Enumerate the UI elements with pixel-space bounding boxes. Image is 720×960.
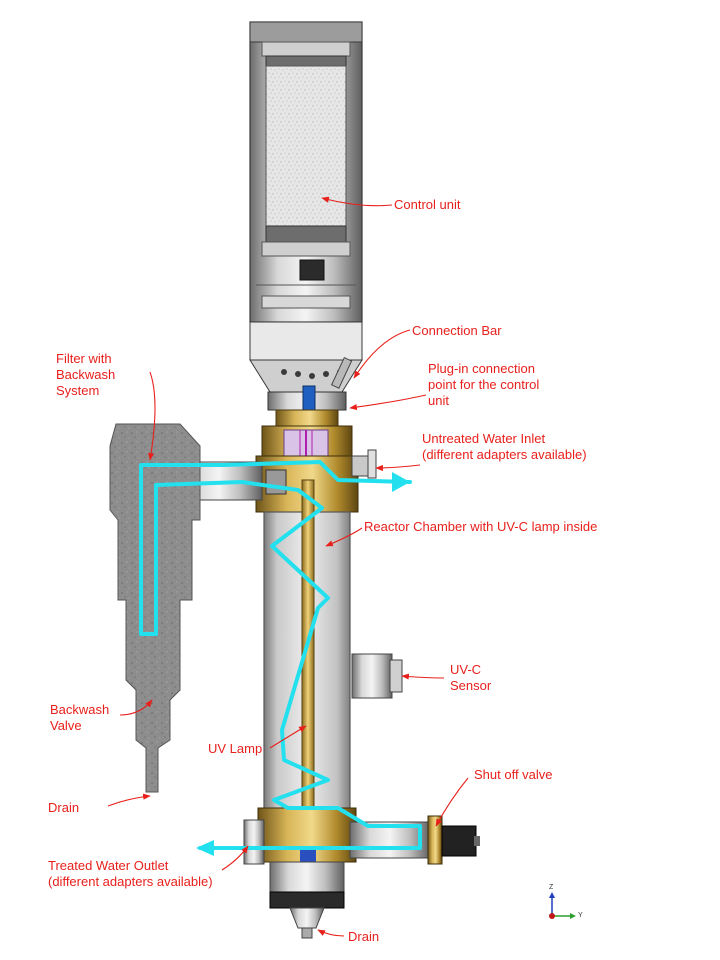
label-backwash-line2: Valve: [50, 718, 82, 733]
plug-in-connector: [267, 385, 347, 427]
label-connection-bar: Connection Bar: [412, 323, 502, 338]
axis-z-label: Z: [549, 884, 554, 891]
axis-triad: [549, 892, 576, 919]
label-shut-off-valve: Shut off valve: [474, 767, 553, 782]
label-sensor-line1: UV-C: [450, 662, 482, 677]
label-drain-bottom: Drain: [348, 929, 380, 944]
upper-brass-head: [175, 425, 377, 513]
water-flow-path: [139, 460, 422, 856]
label-plug-in-line3: unit: [428, 393, 449, 408]
label-outlet-line1: Treated Water Outlet: [48, 858, 169, 873]
label-backwash-line1: Backwash: [50, 702, 110, 717]
label-control-unit: Control unit: [394, 197, 461, 212]
label-filter-line3: System: [56, 383, 100, 398]
axis-y-label: Y: [578, 912, 583, 919]
control-unit-housing: [249, 21, 363, 393]
label-plug-in-line2: point for the control: [428, 377, 540, 392]
lower-brass-head: [243, 807, 480, 939]
annotation-leaders: [107, 196, 469, 937]
label-sensor-line2: Sensor: [450, 678, 492, 693]
label-inlet-line2: (different adapters available): [422, 447, 587, 462]
label-reactor-chamber: Reactor Chamber with UV-C lamp inside: [364, 519, 598, 534]
label-inlet-line1: Untreated Water Inlet: [422, 431, 546, 446]
label-outlet-line2: (different adapters available): [48, 874, 213, 889]
label-filter-line1: Filter with: [56, 351, 112, 366]
label-drain-left: Drain: [48, 800, 80, 815]
label-uv-lamp: UV Lamp: [208, 741, 263, 756]
label-filter-line2: Backwash: [56, 367, 116, 382]
label-plug-in-line1: Plug-in connection: [428, 361, 535, 376]
